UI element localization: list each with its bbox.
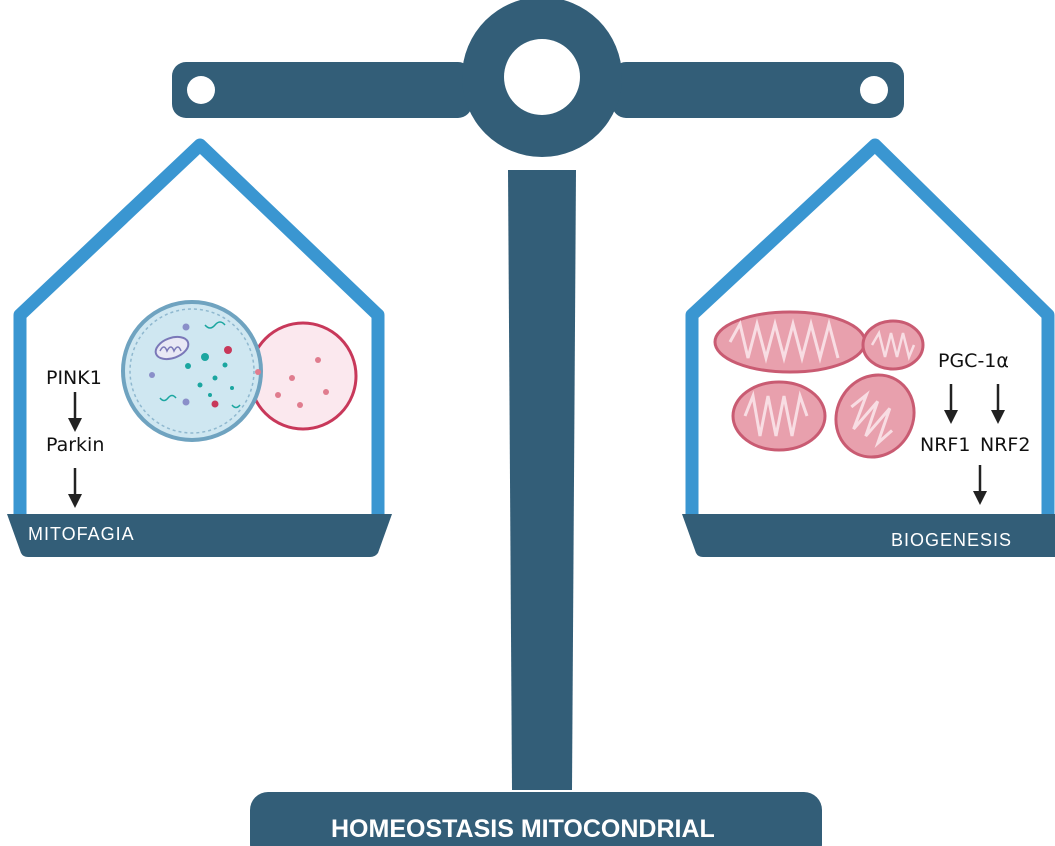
pgc1a-label: PGC-1α xyxy=(938,350,1009,372)
arrow-down-icon xyxy=(944,384,958,424)
parkin-label: Parkin xyxy=(46,434,104,456)
mitochondrion-icon xyxy=(715,312,865,372)
arrow-down-icon xyxy=(68,392,82,432)
scale-beam-left xyxy=(172,62,472,118)
lysosome-icon xyxy=(250,323,356,429)
arrow-down-icon xyxy=(991,384,1005,424)
beam-hole-right-icon xyxy=(860,76,888,104)
biogenesis-label: BIOGENESIS xyxy=(891,530,1012,551)
homeostasis-title: HOMEOSTASIS MITOCONDRIAL xyxy=(331,815,715,844)
autophagosome-icon xyxy=(123,302,261,440)
mitochondria-illustration xyxy=(715,312,929,471)
pivot-hole-icon xyxy=(504,39,580,115)
nrf2-label: NRF2 xyxy=(980,434,1030,456)
arrow-down-icon xyxy=(973,465,987,505)
beam-hole-left-icon xyxy=(187,76,215,104)
mitofagia-label: MITOFAGIA xyxy=(28,524,135,545)
scale-pillar xyxy=(508,170,576,790)
mitochondrion-icon xyxy=(821,361,929,472)
autolysosome-illustration xyxy=(123,302,356,440)
nrf1-label: NRF1 xyxy=(920,434,970,456)
pink1-label: PINK1 xyxy=(46,367,102,389)
arrow-down-icon xyxy=(68,468,82,508)
